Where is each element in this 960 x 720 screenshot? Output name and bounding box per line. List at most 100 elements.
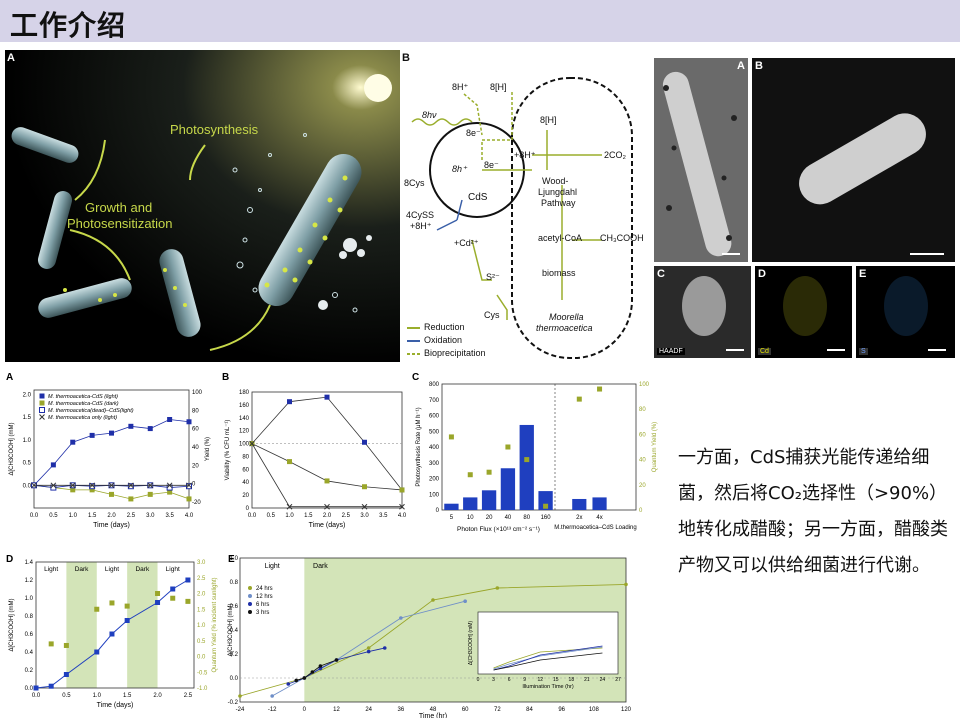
- chart-e-inset-xtick: 0: [477, 677, 480, 683]
- chart-a-xtick: 0.5: [49, 513, 58, 519]
- chart-b-ytick: 180: [239, 390, 250, 396]
- chart-d-ytick: 0.6: [25, 632, 34, 638]
- chart-c-y2tick: 0: [639, 508, 643, 514]
- micro-e-label: E: [859, 268, 867, 280]
- s-tag: S: [859, 348, 868, 355]
- chart-a-xtick: 2.5: [127, 513, 136, 519]
- chart-a-legend-label: M. thermoacetica-CdS (light): [48, 394, 118, 400]
- chart-d-label: D: [6, 554, 13, 565]
- chart-e-series-line: [239, 583, 627, 697]
- chart-e-point: [382, 646, 387, 650]
- chart-c-bar: [500, 468, 516, 510]
- chart-e-point: [318, 664, 323, 668]
- chart-c-label: C: [412, 372, 419, 383]
- chart-a-frame: [33, 389, 190, 509]
- chart-d-point: [124, 618, 130, 623]
- chart-a-legend-marker: [39, 407, 45, 413]
- chart-d-y2tick: -0.5: [197, 670, 208, 676]
- chart-e-xtick: 24: [365, 707, 372, 713]
- chart-e-xtick: 84: [526, 707, 533, 713]
- diagram-label-h2: +8H⁺: [514, 150, 536, 160]
- chart-e-point: [270, 694, 274, 698]
- chart-d-ytick: 0.0: [25, 686, 34, 692]
- chart-a-ytick: 0.5: [23, 461, 32, 467]
- chart-e-point: [334, 658, 339, 662]
- chart-b-point: [362, 484, 367, 490]
- chart-a-point: [50, 462, 56, 468]
- diagram-label-hv: 8hν: [422, 110, 437, 120]
- chart-e-point: [431, 598, 435, 602]
- chart-c-qy-point: [505, 444, 511, 450]
- chart-c-xtick: 5: [450, 515, 454, 521]
- chart-e-inset-xtick: 24: [600, 677, 606, 683]
- diagram-label-8h: 8H⁺: [452, 82, 469, 92]
- micro-c-label: C: [657, 268, 665, 280]
- chart-d-xtick: 0.0: [32, 693, 41, 699]
- chart-d-qy-point: [63, 642, 69, 648]
- arrow-photo: [209, 304, 271, 351]
- chart-a-legend-label: M. thermoacetica only (light): [48, 415, 117, 421]
- chart-e-legend-marker: [248, 586, 252, 590]
- chart-a-point: [50, 482, 57, 489]
- chart-e-ylabel: Δ[CH3COOH] (mM): [228, 603, 234, 656]
- chart-d-annotation: Dark: [75, 566, 89, 573]
- chart-e-xtick: 0: [303, 707, 307, 713]
- chart-c-bar: [519, 424, 534, 510]
- chart-e-inset-frame: [477, 611, 619, 675]
- diagram-label-co2: 2CO₂: [604, 150, 626, 160]
- bacteria-illustration: [5, 50, 400, 362]
- chart-a-xtick: 3.5: [165, 513, 174, 519]
- cd-tag: Cd: [758, 348, 771, 355]
- chart-d-y2tick: 2.0: [197, 592, 206, 598]
- chart-b-xtick: 3.5: [379, 513, 388, 519]
- chart-d-annotation: Light: [105, 566, 119, 573]
- chart-e-point: [366, 646, 371, 650]
- chart-d-dark-band: [66, 562, 97, 688]
- chart-b-label: B: [222, 372, 229, 383]
- chart-c-loading-xtick: 4x: [596, 515, 602, 521]
- chart-e-inset-xtick: 18: [569, 677, 575, 683]
- chart-b-point: [324, 478, 330, 484]
- chart-b-ytick: 0: [246, 506, 250, 512]
- chart-d-annotation: Light: [166, 566, 180, 573]
- chart-b-ytick: 20: [242, 493, 249, 499]
- chart-e-inset-xtick: 15: [553, 677, 559, 683]
- chart-a-point: [89, 487, 95, 493]
- chart-e-annotation: Light: [265, 563, 280, 570]
- growth-label-2: Photosensitization: [67, 216, 173, 231]
- chart-c-qy-point: [524, 457, 530, 463]
- chart-e-inset-xtick: 27: [615, 677, 621, 683]
- chart-b-xlabel: Time (days): [309, 522, 346, 529]
- chart-c-xtick: 80: [523, 515, 530, 521]
- chart-d-ylabel: Δ[CH3COOH] (mM): [9, 598, 15, 651]
- chart-e-ytick: -0.2: [228, 700, 239, 706]
- chart-c-qy-point: [448, 434, 454, 440]
- chart-c-bar: [444, 503, 459, 510]
- chart-d-xtick: 2.0: [153, 693, 162, 699]
- chart-a-point: [167, 489, 173, 495]
- diagram-label-cys: Cys: [484, 310, 500, 320]
- chart-b-point: [287, 459, 292, 465]
- chart-e-legend-label: 3 hrs: [256, 610, 269, 616]
- chart-b-point: [399, 503, 405, 510]
- chart-d-point: [94, 649, 100, 655]
- chart-a-point: [89, 483, 96, 490]
- chart-b-ytick: 100: [239, 442, 250, 448]
- chart-e-inset-xtick: 6: [508, 677, 511, 683]
- chart-a-point: [166, 482, 173, 489]
- chart-d-xtick: 1.5: [123, 693, 132, 699]
- chart-e-inset-xtick: 21: [584, 677, 590, 683]
- chart-c-qy-point: [467, 472, 473, 478]
- chart-a-legend-marker: [39, 393, 45, 399]
- chart-c-xtick: 40: [505, 515, 512, 521]
- chart-a-series-line: [33, 419, 190, 486]
- growth-label-1: Growth and: [85, 200, 153, 215]
- chart-e-xtick: 12: [333, 707, 340, 713]
- panel-a-label: A: [7, 52, 15, 64]
